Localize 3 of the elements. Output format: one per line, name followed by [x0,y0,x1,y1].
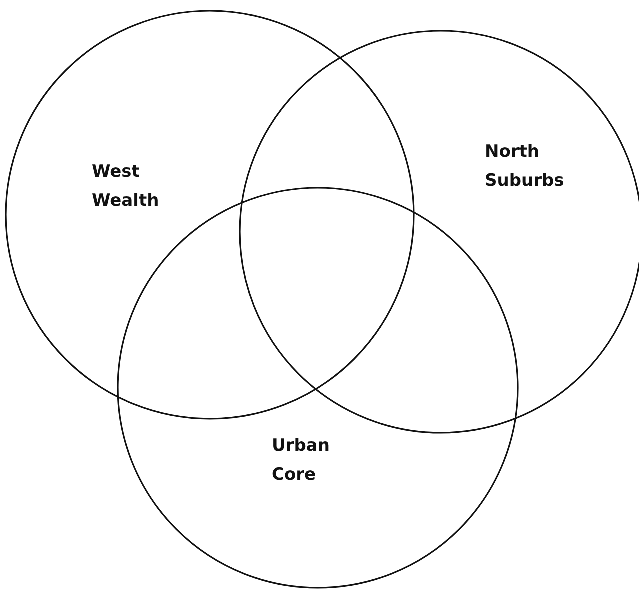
region-label: North Suburbs [485,141,566,193]
region-label: Urban Core [272,435,331,487]
region-label: West Wealth [92,161,160,213]
